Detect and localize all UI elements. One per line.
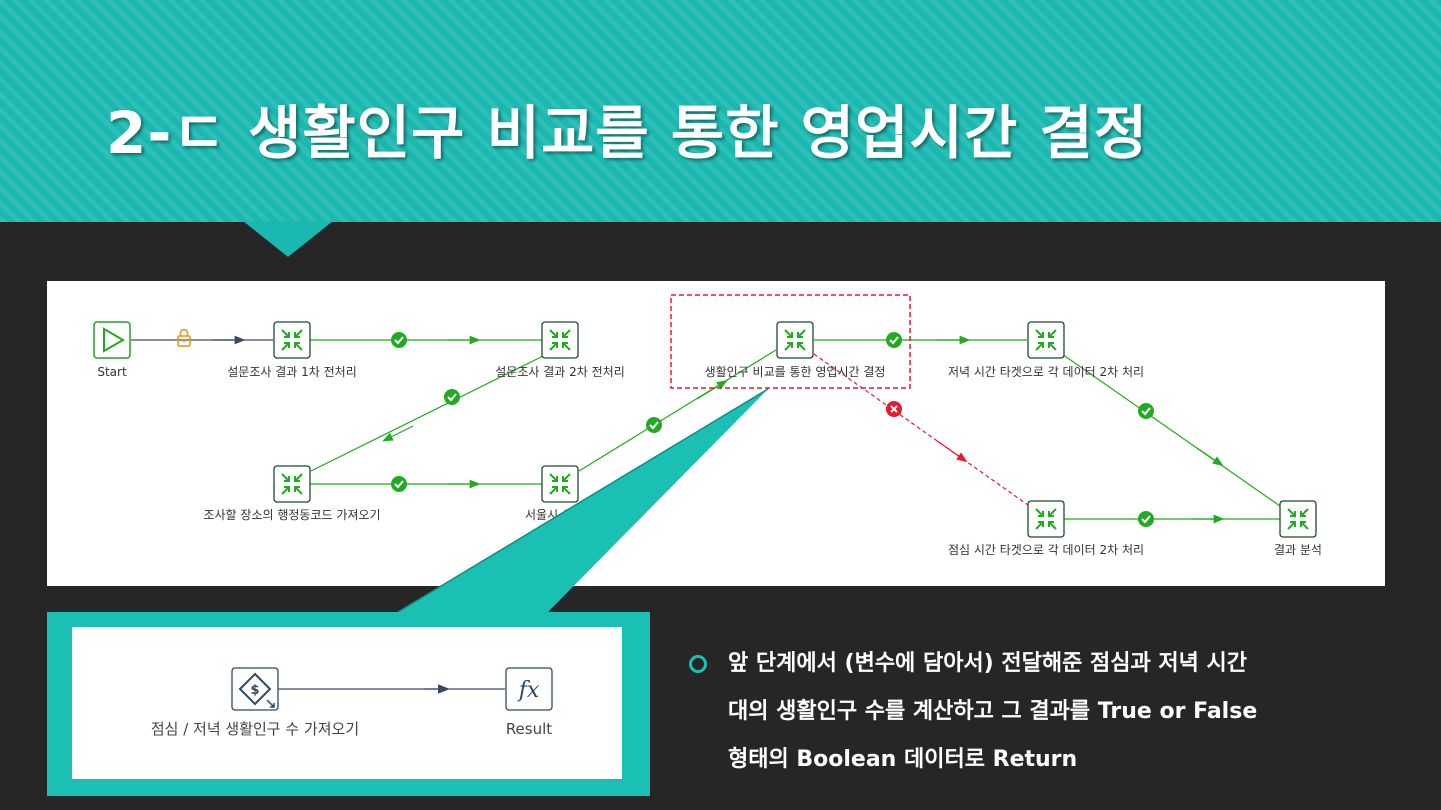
step-label-pre2: 설문조사 결과 2차 전처리 <box>495 365 624 379</box>
lock-icon <box>177 328 191 347</box>
description-line-1: 앞 단계에서 (변수에 담아서) 전달해준 점심과 저녁 시간 <box>728 651 1248 676</box>
step-label-seoul: 서울시 생활인구 <box>525 508 606 522</box>
transform-icon <box>281 329 303 351</box>
subflow-diagram: $ 점심 / 저녁 생활인구 수 가져오기 fx Result <box>151 667 553 738</box>
transform-icon <box>281 473 303 495</box>
dollar-variable-icon: $ <box>238 672 275 708</box>
step-result[interactable] <box>1279 500 1317 538</box>
subflow-input-label: 점심 / 저녁 생활인구 수 가져오기 <box>151 720 359 738</box>
description-line-3: 형태의 Boolean 데이터로 Return <box>728 747 1078 772</box>
step-start[interactable] <box>93 321 131 359</box>
step-decide[interactable] <box>776 321 814 359</box>
step-pre2[interactable] <box>541 321 579 359</box>
step-label-result: 결과 분석 <box>1274 543 1322 557</box>
transform-icon <box>1287 508 1309 530</box>
header-notch <box>243 221 333 257</box>
play-icon <box>103 327 125 353</box>
subflow-output-label: Result <box>506 720 552 738</box>
step-label-code: 조사할 장소의 행정동코드 가져오기 <box>203 507 380 522</box>
step-lunch[interactable] <box>1027 500 1065 538</box>
transform-icon <box>549 329 571 351</box>
transform-icon <box>1035 329 1057 351</box>
highlight-box <box>670 294 911 389</box>
hop-dinner-result[interactable] <box>1061 353 1281 507</box>
check-circle-icon <box>391 476 407 492</box>
check-circle-icon <box>1138 511 1154 527</box>
check-circle-icon <box>444 389 460 405</box>
step-label-lunch: 점심 시간 타겟으로 각 데이터 2차 처리 <box>948 543 1144 557</box>
transform-icon <box>784 329 806 351</box>
description-line-2: 대의 생활인구 수를 계산하고 그 결과를 True or False <box>728 699 1258 724</box>
step-get-population[interactable]: $ <box>231 667 279 711</box>
function-icon: fx <box>517 678 540 703</box>
workflow-canvas[interactable]: Start 설문조사 결과 1차 전처리 설문조사 결과 2차 전처리 생활인구… <box>47 281 1385 586</box>
step-label-dinner: 저녁 시간 타겟으로 각 데이터 2차 처리 <box>948 365 1144 379</box>
check-circle-icon <box>646 417 662 433</box>
step-label-start: Start <box>97 365 127 379</box>
step-code[interactable] <box>273 465 311 503</box>
transform-icon <box>1035 508 1057 530</box>
step-label-decide: 생활인구 비교를 통한 영업시간 결정 <box>705 365 886 379</box>
bullet-ring-icon <box>689 655 707 673</box>
step-pre1[interactable] <box>273 321 311 359</box>
subflow-canvas[interactable]: $ 점심 / 저녁 생활인구 수 가져오기 fx Result <box>72 627 622 779</box>
slide-header <box>0 0 1441 222</box>
svg-text:$: $ <box>250 683 259 698</box>
step-label-pre1: 설문조사 결과 1차 전처리 <box>227 365 356 379</box>
check-circle-icon <box>886 332 902 348</box>
error-circle-icon <box>886 401 902 417</box>
check-circle-icon <box>1138 403 1154 419</box>
workflow-diagram: Start 설문조사 결과 1차 전처리 설문조사 결과 2차 전처리 생활인구… <box>93 294 1322 557</box>
step-result-fx[interactable]: fx <box>505 667 553 711</box>
step-dinner[interactable] <box>1027 321 1065 359</box>
hop-decide-lunch-error[interactable] <box>813 353 1029 506</box>
step-seoul[interactable] <box>541 465 579 503</box>
slide-title: 2-ㄷ 생활인구 비교를 통한 영업시간 결정 <box>106 99 1149 167</box>
check-circle-icon <box>391 332 407 348</box>
